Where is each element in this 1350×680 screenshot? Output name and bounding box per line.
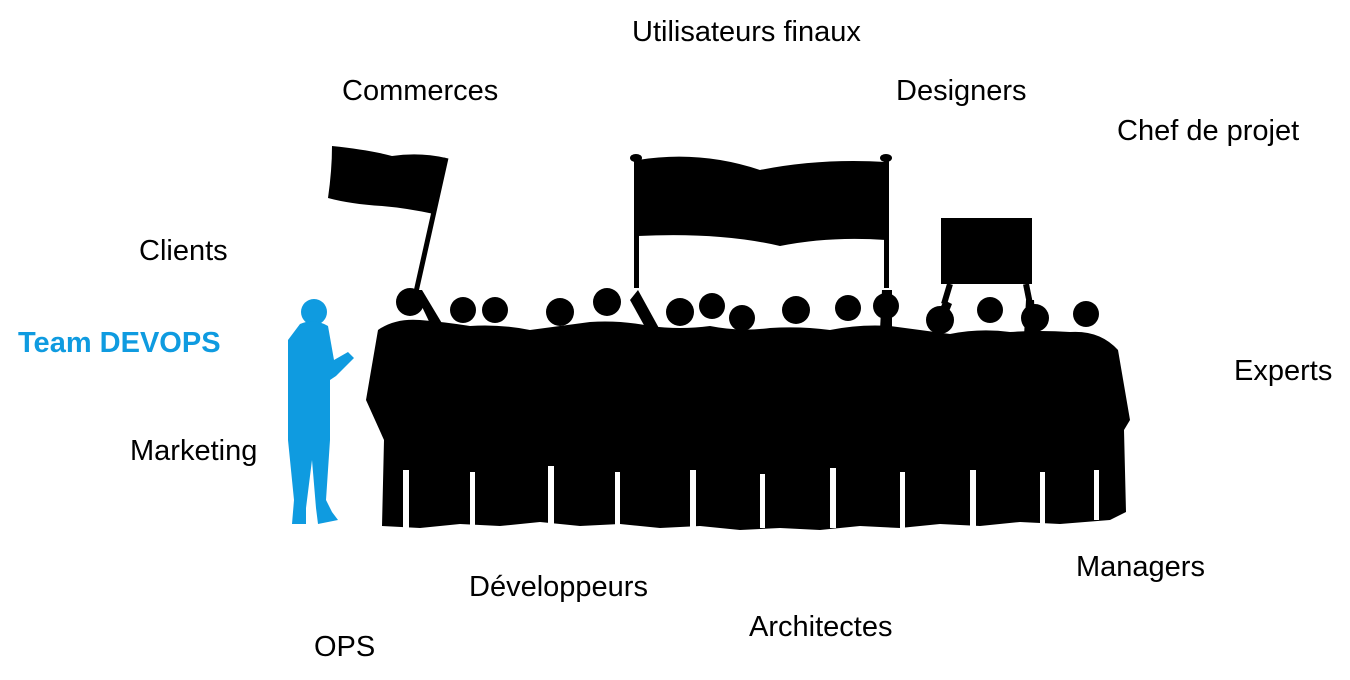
speaker-silhouette-icon (288, 299, 354, 524)
protest-crowd-silhouette-icon (366, 288, 1130, 530)
banner-icon (630, 154, 892, 288)
label-managers: Managers (1076, 551, 1205, 583)
label-utilisateurs-finaux: Utilisateurs finaux (632, 16, 861, 48)
label-experts: Experts (1234, 355, 1333, 387)
label-commerces: Commerces (342, 75, 499, 107)
label-ops: OPS (314, 631, 376, 663)
label-clients: Clients (139, 235, 228, 267)
label-architectes: Architectes (749, 611, 893, 643)
label-team-devops: Team DEVOPS (18, 327, 221, 359)
label-chef-de-projet: Chef de projet (1117, 115, 1300, 147)
sign-icon (941, 218, 1033, 305)
label-developpeurs: Développeurs (469, 571, 648, 603)
flag-icon (328, 146, 449, 293)
crowd-leg-gaps (403, 466, 1099, 528)
label-designers: Designers (896, 75, 1027, 107)
label-marketing: Marketing (130, 435, 258, 467)
